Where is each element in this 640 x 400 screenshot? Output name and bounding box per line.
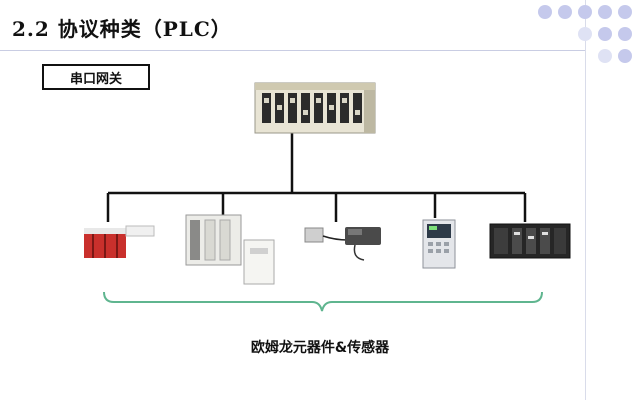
decorative-dots (538, 5, 632, 63)
red-io-module-icon (84, 225, 155, 258)
temperature-controller-icon (422, 219, 456, 269)
devices-caption: 欧姆龙元器件&传感器 (250, 340, 390, 356)
photoelectric-sensor-icon (304, 227, 381, 261)
right-divider (585, 0, 586, 400)
relay-terminal-blocks-icon (185, 214, 275, 285)
plc-main-unit-icon (254, 82, 376, 134)
grouping-brace (103, 291, 543, 312)
page-title: 2.2 协议种类（PLC） (12, 17, 232, 41)
title-divider (0, 50, 585, 51)
serial-gateway-label: 串口网关 (42, 64, 150, 90)
plc-rack-unit-icon (489, 223, 571, 259)
connection-lines (106, 132, 527, 222)
